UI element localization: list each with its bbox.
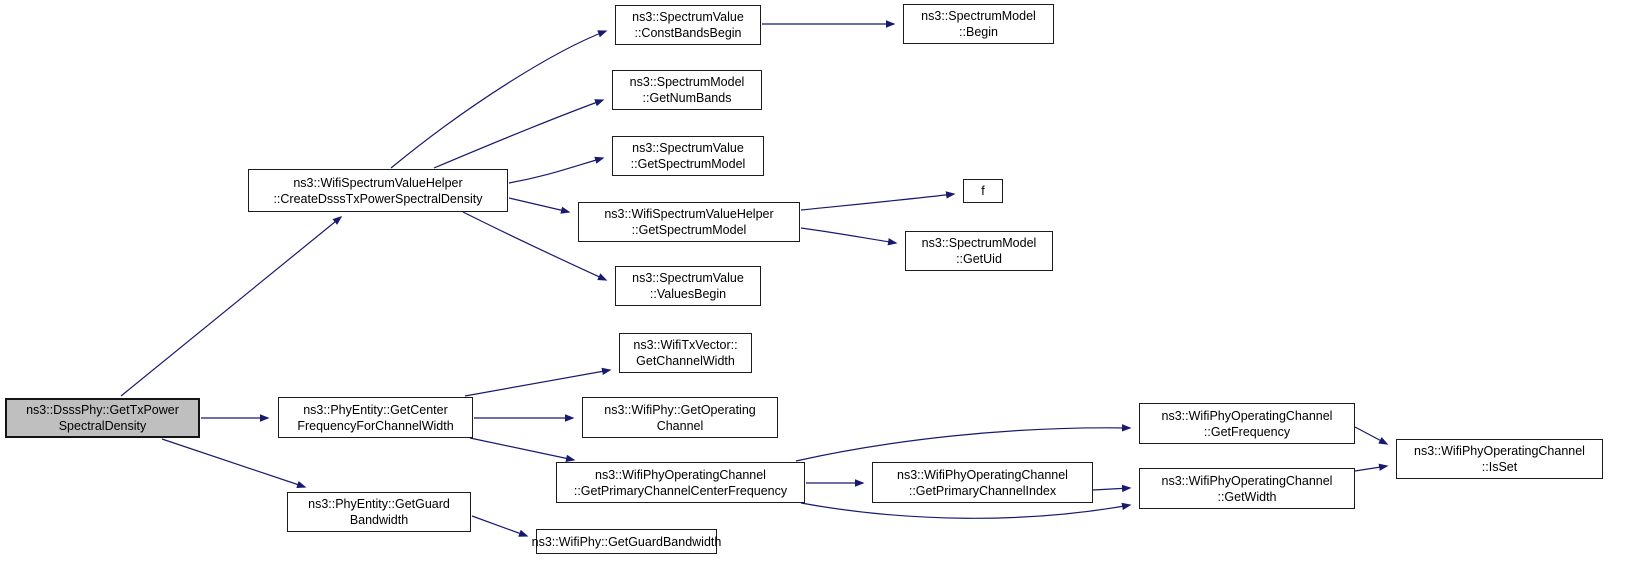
- edge-getcenterfreq-to-getchannelwidth: [464, 367, 612, 397]
- node-wifiphyoperatingchannel-getprimarychannelcenterfrequency[interactable]: ns3::WifiPhyOperatingChannel ::GetPrimar…: [556, 462, 805, 503]
- edge-getwidth-to-isset: [1354, 463, 1389, 472]
- edge-createdsss-to-valuesbegin: [462, 211, 608, 281]
- edge-getcenterfreq-to-getprimarycenterfreq: [469, 437, 576, 462]
- node-label: ::CreateDsssTxPowerSpectralDensity: [273, 191, 483, 206]
- node-wifiphyoperatingchannel-getprimarychannelindex[interactable]: ns3::WifiPhyOperatingChannel ::GetPrimar…: [872, 462, 1093, 503]
- node-dsssphy-gettxpowerspectraldensity: ns3::DsssPhy::GetTxPower SpectralDensity: [5, 398, 200, 438]
- node-label: ns3::SpectrumValue: [632, 271, 744, 285]
- node-label: FrequencyForChannelWidth: [297, 418, 454, 433]
- edge-getprimaryindex-to-getwidth: [1092, 484, 1132, 493]
- node-label: ns3::SpectrumModel: [921, 236, 1037, 250]
- node-label: ns3::WifiPhyOperatingChannel: [1161, 408, 1333, 423]
- node-spectrumvalue-getspectrummodel[interactable]: ns3::SpectrumValue ::GetSpectrumModel: [612, 136, 764, 176]
- node-label: SpectralDensity: [58, 419, 147, 433]
- node-label: ::GetWidth: [1217, 489, 1277, 504]
- node-label: ::GetSpectrumModel: [630, 157, 746, 171]
- node-label: ::IsSet: [1481, 460, 1518, 474]
- node-phyentity-getguardbandwidth[interactable]: ns3::PhyEntity::GetGuard Bandwidth: [287, 492, 471, 532]
- node-label: ns3::WifiSpectrumValueHelper: [604, 207, 774, 221]
- node-spectrummodel-begin[interactable]: ns3::SpectrumModel ::Begin: [903, 4, 1054, 44]
- edge-createdsss-to-getnumbands: [433, 99, 605, 169]
- node-label: GetChannelWidth: [636, 354, 735, 368]
- node-label: ns3::WifiTxVector::: [633, 338, 738, 352]
- edge-getfrequency-to-isset: [1354, 426, 1389, 445]
- edge-getprimarycenterfreq-to-getwidth: [800, 502, 1132, 519]
- node-label: ::GetPrimaryChannelCenterFrequency: [573, 483, 788, 498]
- node-label: ns3::WifiPhyOperatingChannel: [595, 467, 766, 482]
- node-label: ns3::WifiPhyOperatingChannel: [1414, 444, 1585, 458]
- node-wifiphyoperatingchannel-isset[interactable]: ns3::WifiPhyOperatingChannel ::IsSet: [1396, 439, 1603, 479]
- node-label: ns3::WifiPhyOperatingChannel: [897, 467, 1068, 482]
- node-label: ns3::WifiSpectrumValueHelper: [293, 175, 463, 190]
- edge-getspectrummodel-to-getuid: [800, 227, 898, 246]
- node-label: Bandwidth: [349, 513, 409, 527]
- node-label: ns3::SpectrumValue: [632, 141, 744, 155]
- node-label: ns3::PhyEntity::GetCenter: [303, 402, 448, 417]
- node-wifiphy-getoperatingchannel[interactable]: ns3::WifiPhy::GetOperating Channel: [582, 397, 778, 438]
- node-label: Channel: [656, 418, 704, 433]
- node-label: ns3::WifiPhy::GetOperating: [604, 402, 756, 417]
- node-label: ns3::SpectrumModel: [629, 75, 745, 89]
- node-wifispectrumvaluehelper-createdssstxpowerspectraldensity[interactable]: ns3::WifiSpectrumValueHelper ::CreateDss…: [248, 169, 508, 212]
- node-label: ns3::SpectrumModel: [921, 9, 1036, 23]
- node-label: ::ValuesBegin: [649, 287, 727, 301]
- node-label: ::ConstBandsBegin: [634, 26, 742, 40]
- node-label: ns3::SpectrumValue: [632, 10, 744, 24]
- edge-createdsss-to-getspectrummodel-value: [508, 156, 605, 184]
- node-label: ::GetFrequency: [1203, 424, 1291, 439]
- node-wifiphy-getguardbandwidth[interactable]: ns3::WifiPhy::GetGuardBandwidth: [532, 529, 721, 554]
- node-wifitxvector-getchannelwidth[interactable]: ns3::WifiTxVector:: GetChannelWidth: [619, 333, 752, 373]
- node-label: f: [981, 184, 985, 198]
- node-label: ::GetSpectrumModel: [631, 223, 747, 237]
- node-label: ns3::WifiPhy::GetGuardBandwidth: [531, 534, 722, 549]
- node-wifiphyoperatingchannel-getfrequency[interactable]: ns3::WifiPhyOperatingChannel ::GetFreque…: [1139, 403, 1355, 444]
- edge-createdsss-to-constbandsbegin: [390, 30, 608, 169]
- node-label: ::Begin: [959, 25, 998, 39]
- node-spectrumvalue-valuesbegin[interactable]: ns3::SpectrumValue ::ValuesBegin: [615, 266, 761, 306]
- node-phyentity-getcenterfrequencyforchannelwidth[interactable]: ns3::PhyEntity::GetCenter FrequencyForCh…: [278, 397, 473, 438]
- node-label: ns3::DsssPhy::GetTxPower: [26, 403, 179, 417]
- node-wifispectrumvaluehelper-getspectrummodel[interactable]: ns3::WifiSpectrumValueHelper ::GetSpectr…: [578, 202, 800, 242]
- node-spectrumvalue-constbandsbegin[interactable]: ns3::SpectrumValue ::ConstBandsBegin: [615, 5, 761, 45]
- node-f[interactable]: f: [963, 179, 1003, 203]
- edge-getprimarycenterfreq-to-getfrequency: [795, 424, 1132, 462]
- node-label: ns3::WifiPhyOperatingChannel: [1161, 473, 1333, 488]
- node-label: ::GetNumBands: [642, 91, 732, 105]
- edge-root-to-createdsss: [120, 216, 343, 397]
- node-label: ::GetPrimaryChannelIndex: [908, 483, 1057, 498]
- node-spectrummodel-getnumbands[interactable]: ns3::SpectrumModel ::GetNumBands: [612, 70, 762, 110]
- node-label: ns3::PhyEntity::GetGuard: [308, 497, 450, 511]
- edge-getspectrummodel-to-f: [800, 191, 956, 211]
- edge-createdsss-to-getspectrummodel-helper: [508, 197, 571, 214]
- node-wifiphyoperatingchannel-getwidth[interactable]: ns3::WifiPhyOperatingChannel ::GetWidth: [1139, 468, 1355, 509]
- node-spectrummodel-getuid[interactable]: ns3::SpectrumModel ::GetUid: [905, 231, 1053, 271]
- edge-root-to-getguardbandwidth: [161, 438, 307, 488]
- edge-getguardbandwidth-to-wifiphygetguard: [471, 515, 529, 537]
- node-label: ::GetUid: [956, 252, 1002, 266]
